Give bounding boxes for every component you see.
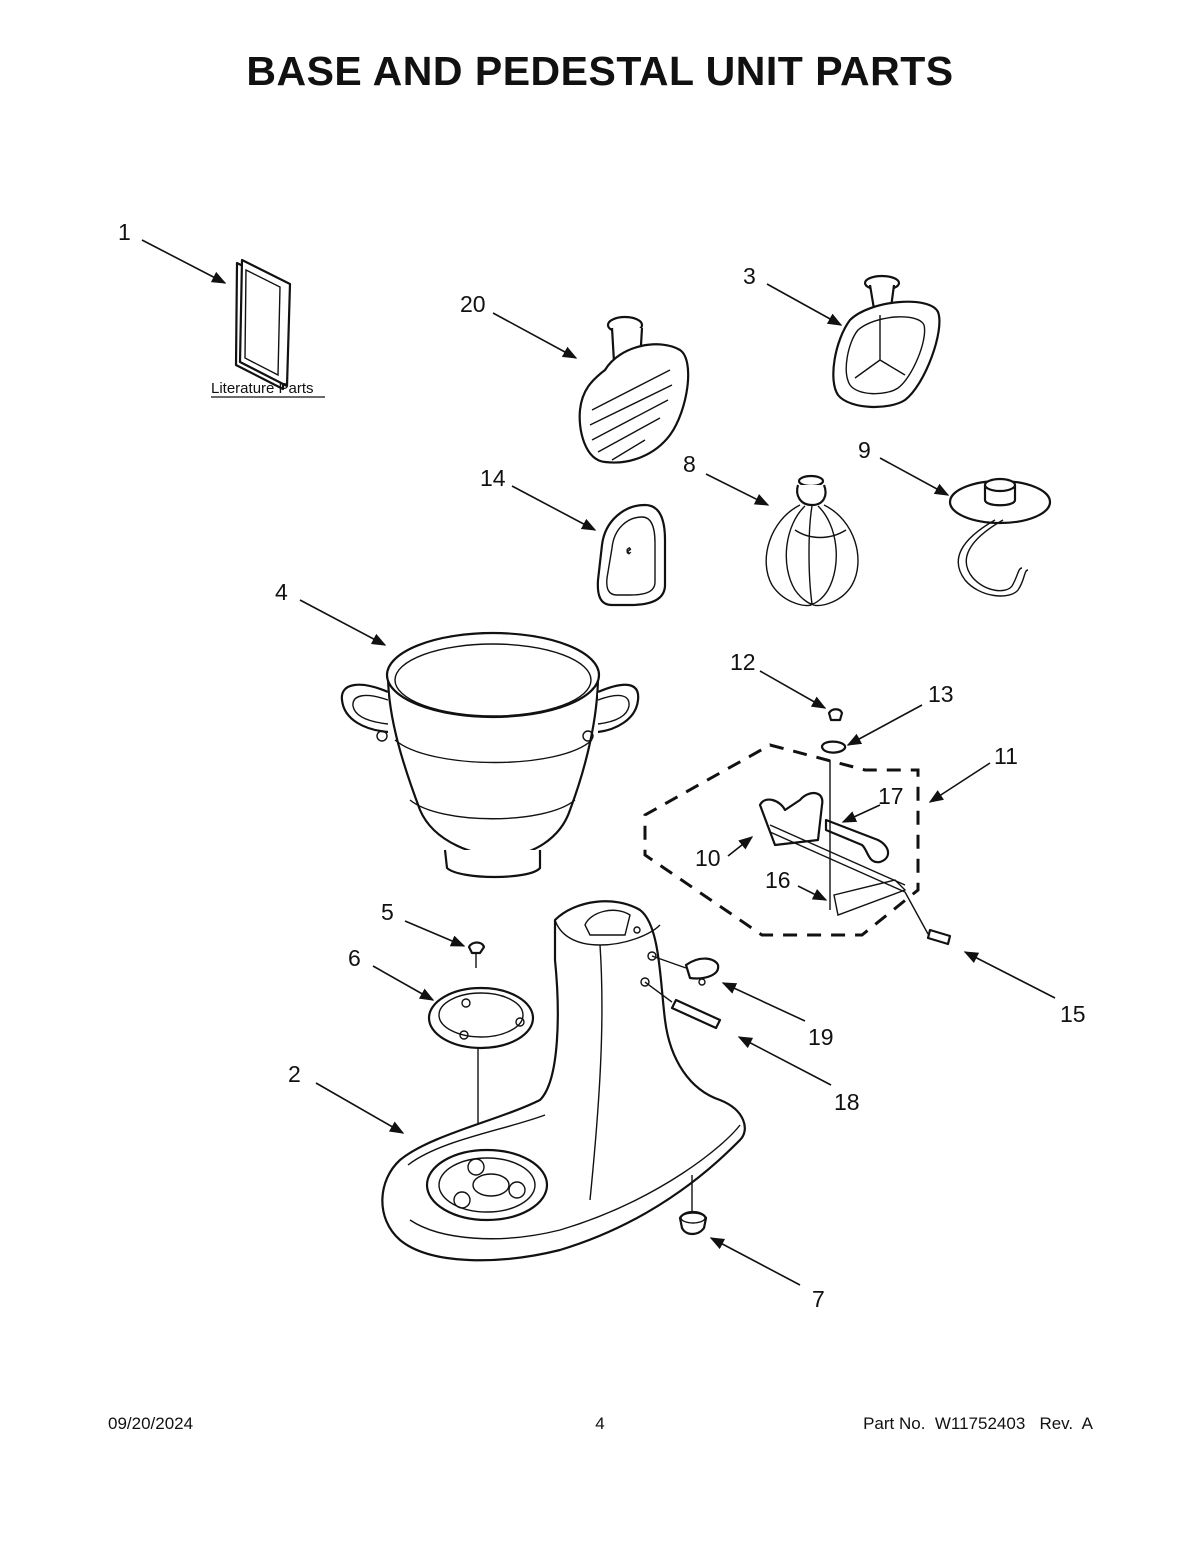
- part-7-foot: [678, 1175, 708, 1236]
- callout-15: 15: [1060, 1001, 1086, 1027]
- callout-8: 8: [683, 451, 696, 477]
- callout-20: 20: [460, 291, 486, 317]
- part-11-hinge-assembly: [643, 708, 952, 946]
- part-19-cap: [651, 955, 720, 986]
- callout-4: 4: [275, 579, 288, 605]
- part-5-screw: [467, 941, 486, 968]
- callout-numbers: 1 20 3 14 8 9 4 12 13 11 17 10 16 15 5 6…: [118, 219, 1086, 1312]
- callout-19: 19: [808, 1024, 834, 1050]
- callout-1: 1: [118, 219, 131, 245]
- callout-2: 2: [288, 1061, 301, 1087]
- callout-7: 7: [812, 1286, 825, 1312]
- footer-part-number: Part No. W11752403 Rev. A: [863, 1414, 1093, 1433]
- part-14-accessory: ꬲ: [596, 503, 667, 607]
- page-title: BASE AND PEDESTAL UNIT PARTS: [246, 48, 954, 94]
- callout-11: 11: [994, 743, 1018, 769]
- part-3-flat-beater: [832, 274, 941, 409]
- callout-5: 5: [381, 899, 394, 925]
- callout-10: 10: [695, 845, 721, 871]
- part-8-wire-whip: [765, 474, 859, 607]
- callout-9: 9: [858, 437, 871, 463]
- callout-16: 16: [765, 867, 791, 893]
- part-9-dough-hook: [948, 477, 1052, 597]
- callout-14: 14: [480, 465, 506, 491]
- part-20-flex-beater: [578, 315, 690, 464]
- part-2-pedestal-base: [381, 900, 746, 1262]
- callout-3: 3: [743, 263, 756, 289]
- part-1-literature: Literature Parts: [211, 258, 325, 398]
- callout-17: 17: [878, 783, 904, 809]
- callout-13: 13: [928, 681, 954, 707]
- svg-text:ꬲ: ꬲ: [626, 542, 632, 557]
- callout-6: 6: [348, 945, 361, 971]
- footer-page-number: 4: [595, 1414, 605, 1433]
- part-4-bowl: [340, 631, 640, 879]
- leader-lines: [141, 239, 1056, 1286]
- literature-parts-label: Literature Parts: [211, 380, 314, 397]
- footer-date: 09/20/2024: [108, 1414, 194, 1433]
- callout-18: 18: [834, 1089, 860, 1115]
- part-18-pin: [644, 981, 722, 1030]
- callout-12: 12: [730, 649, 756, 675]
